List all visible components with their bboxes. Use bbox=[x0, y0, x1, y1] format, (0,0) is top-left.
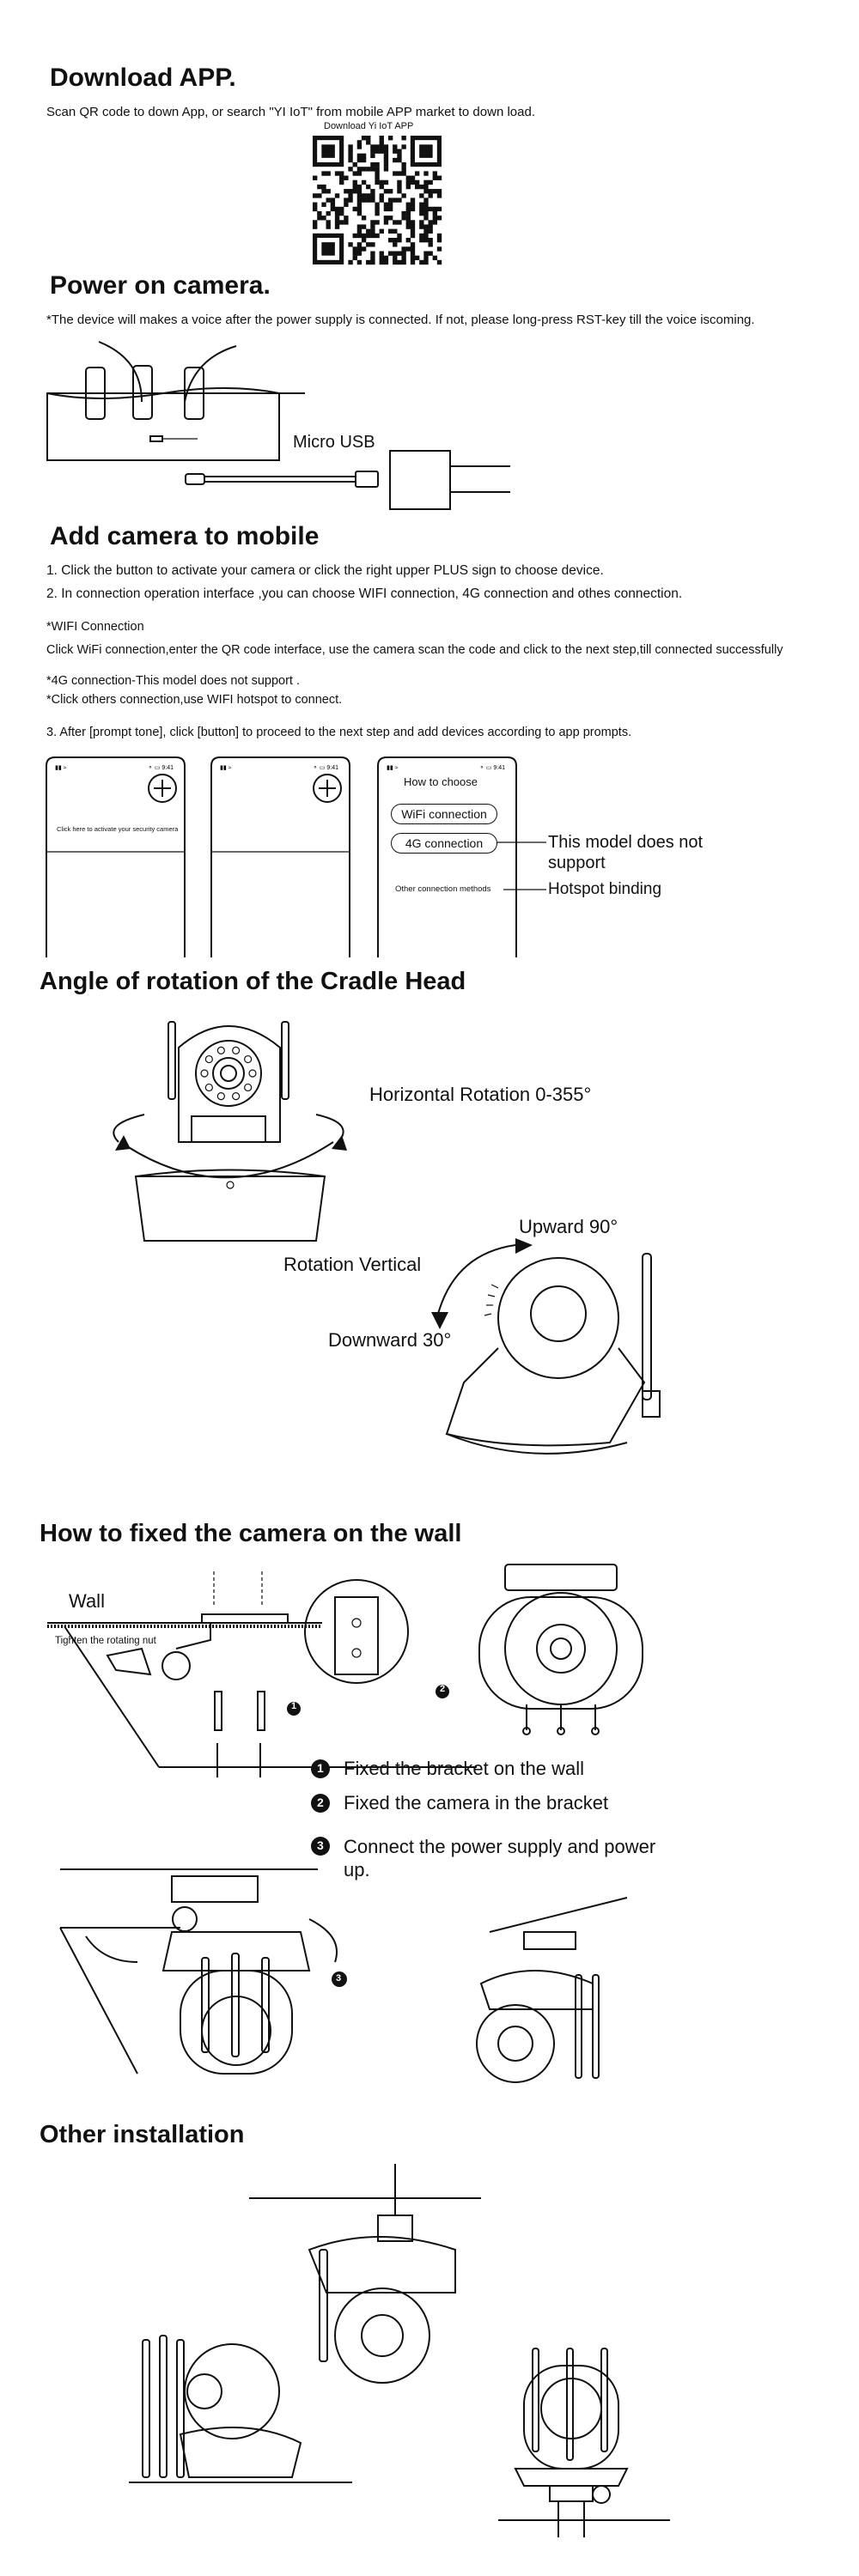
downward-label: Downward 30° bbox=[328, 1329, 452, 1351]
camera-vertical-illustration bbox=[431, 1238, 661, 1455]
wifi-connection-button[interactable]: WiFi connection bbox=[391, 804, 497, 824]
micro-usb-label: Micro USB bbox=[293, 433, 375, 452]
not-support-label: This model does not support bbox=[548, 833, 704, 872]
add-title: Add camera to mobile bbox=[50, 522, 320, 550]
step-3-icon bbox=[311, 1837, 330, 1856]
svg-text:⚬ ▭ 9:41: ⚬ ▭ 9:41 bbox=[313, 765, 338, 771]
svg-text:⚬ ▭ 9:41: ⚬ ▭ 9:41 bbox=[148, 765, 174, 771]
nut-label: Tighten the rotating nut bbox=[55, 1636, 156, 1646]
camera-mounted-illustration bbox=[476, 1897, 628, 2083]
download-desc: Scan QR code to down App, or search "YI … bbox=[46, 105, 535, 119]
power-desc: *The device will makes a voice after the… bbox=[46, 313, 755, 327]
step-1-icon bbox=[311, 1759, 330, 1778]
wall-step-3: Connect the power supply and power up. bbox=[344, 1836, 656, 1880]
qr-code-icon bbox=[313, 136, 442, 265]
how-to-choose: How to choose bbox=[404, 775, 478, 788]
rotation-vertical-label: Rotation Vertical bbox=[283, 1254, 422, 1275]
phone-screen-1: ▮▮ ≈ ⚬ ▭ 9:41 bbox=[46, 756, 186, 957]
other-connection-methods[interactable]: Other connection methods bbox=[395, 884, 491, 894]
usb-adapter-icon bbox=[185, 450, 510, 510]
wall-step-2: Fixed the camera in the bracket bbox=[344, 1792, 609, 1814]
callout-lines bbox=[497, 841, 546, 890]
upward-label: Upward 90° bbox=[519, 1216, 618, 1237]
svg-text:▮▮ ≈: ▮▮ ≈ bbox=[55, 765, 67, 771]
other-title: Other installation bbox=[40, 2121, 245, 2148]
phone-screen-3: ▮▮ ≈ ⚬ ▭ 9:41 bbox=[377, 756, 517, 957]
camera-back-illustration bbox=[478, 1564, 643, 1735]
qr-caption: Download Yi IoT APP bbox=[324, 121, 414, 131]
phone-screen-2: ▮▮ ≈ ⚬ ▭ 9:41 bbox=[210, 756, 350, 957]
wall-step-1: Fixed the bracket on the wall bbox=[344, 1758, 585, 1779]
marker-2: 2 bbox=[440, 1684, 446, 1694]
ceiling-mount-illustration bbox=[249, 2164, 481, 2384]
phone1-activate-text: Click here to activate your security cam… bbox=[57, 825, 179, 833]
wifi-head: *WIFI Connection bbox=[46, 620, 144, 634]
4g-connection-button[interactable]: 4G connection bbox=[391, 833, 497, 854]
svg-text:▮▮ ≈: ▮▮ ≈ bbox=[387, 765, 399, 771]
horizontal-rotation-label: Horizontal Rotation 0-355° bbox=[369, 1084, 592, 1105]
wall-mount-illustration bbox=[47, 1571, 477, 1777]
step-3-number: 3 bbox=[317, 1838, 324, 1852]
wifi-desc: Click WiFi connection,enter the QR code … bbox=[46, 643, 783, 657]
tabletop-camera-illustration bbox=[129, 2335, 352, 2483]
camera-horizontal-illustration bbox=[113, 1021, 347, 1242]
step-2-number: 2 bbox=[317, 1795, 324, 1809]
hotspot-binding-label: Hotspot binding bbox=[548, 880, 662, 898]
add-step2: 2. In connection operation interface ,yo… bbox=[46, 586, 683, 601]
marker-3: 3 bbox=[336, 1973, 342, 1984]
camera-bracket-install-illustration bbox=[59, 1868, 347, 2075]
camera-base-illustration bbox=[46, 341, 305, 461]
g4-note: *4G connection-This model does not suppo… bbox=[46, 674, 300, 688]
wall-title: How to fixed the camera on the wall bbox=[40, 1520, 462, 1547]
power-title: Power on camera. bbox=[50, 271, 271, 300]
step-1-number: 1 bbox=[317, 1761, 324, 1775]
step-2-icon bbox=[311, 1794, 330, 1813]
add-step3: 3. After [prompt tone], click [button] t… bbox=[46, 726, 632, 739]
add-step1: 1. Click the button to activate your cam… bbox=[46, 563, 604, 578]
wall-label: Wall bbox=[69, 1590, 105, 1612]
inverted-mount-illustration bbox=[498, 2348, 670, 2537]
svg-text:⚬ ▭ 9:41: ⚬ ▭ 9:41 bbox=[479, 765, 505, 771]
download-title: Download APP. bbox=[50, 64, 236, 92]
svg-text:▮▮ ≈: ▮▮ ≈ bbox=[220, 765, 232, 771]
others-note: *Click others connection,use WIFI hotspo… bbox=[46, 693, 343, 707]
marker-1: 1 bbox=[291, 1701, 297, 1711]
rotation-title: Angle of rotation of the Cradle Head bbox=[40, 968, 466, 995]
